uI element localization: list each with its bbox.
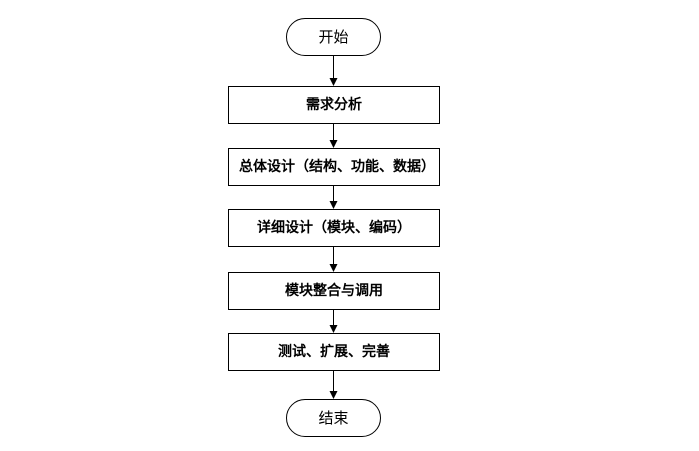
step-label: 需求分析 xyxy=(306,96,362,113)
start-terminal: 开始 xyxy=(286,18,381,56)
step-testing: 测试、扩展、完善 xyxy=(228,333,440,371)
step-label: 模块整合与调用 xyxy=(285,282,383,299)
start-label: 开始 xyxy=(318,27,349,46)
step-label: 测试、扩展、完善 xyxy=(278,343,390,360)
step-overall-design: 总体设计（结构、功能、数据） xyxy=(228,148,440,186)
step-module-integration: 模块整合与调用 xyxy=(228,272,440,310)
step-detailed-design: 详细设计（模块、编码） xyxy=(228,209,440,247)
step-label: 总体设计（结构、功能、数据） xyxy=(239,159,435,175)
end-terminal: 结束 xyxy=(286,399,381,437)
step-label: 详细设计（模块、编码） xyxy=(257,219,411,236)
step-requirements-analysis: 需求分析 xyxy=(228,86,440,124)
end-label: 结束 xyxy=(318,408,349,427)
